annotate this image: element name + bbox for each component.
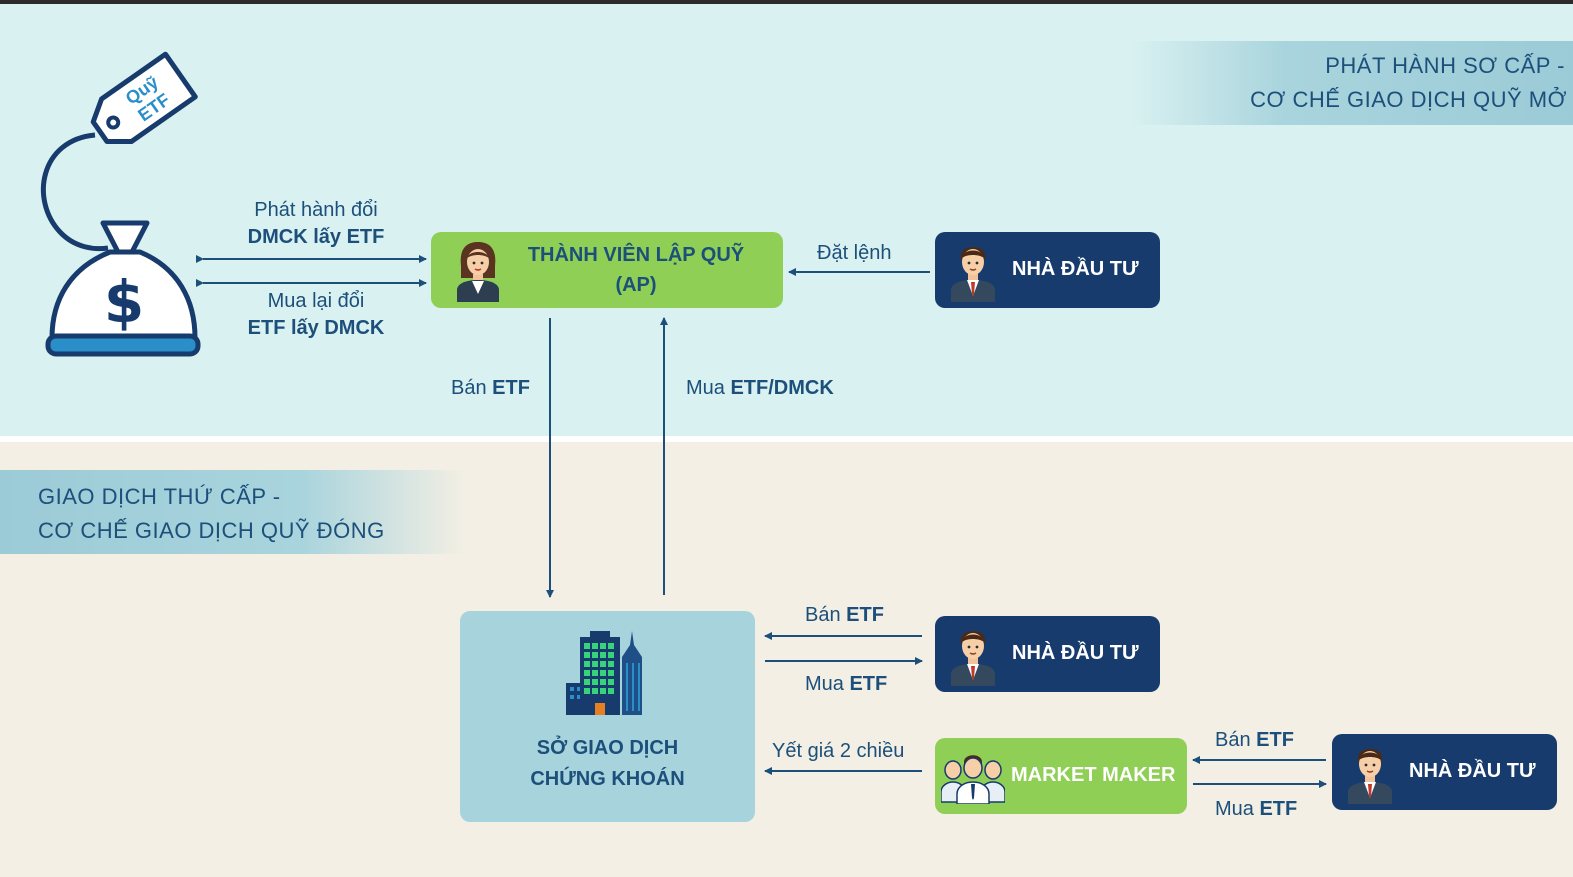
exchange-label-line2: CHỨNG KHOÁN <box>530 768 685 790</box>
investor-top-label: NHÀ ĐẦU TƯ <box>1012 258 1139 280</box>
buy-up-label: Mua ETF/DMCK <box>686 377 834 399</box>
investor-icon <box>1348 749 1392 804</box>
issue-label-line2: DMCK lấy ETF <box>247 226 385 248</box>
money-bag-icon: Quỹ ETF $ <box>40 51 201 357</box>
investor-node-top[interactable]: NHÀ ĐẦU TƯ <box>935 232 1160 308</box>
investor-node-bottom[interactable]: NHÀ ĐẦU TƯ <box>1332 734 1557 810</box>
ap-label-line1: THÀNH VIÊN LẬP QUỸ <box>527 244 745 266</box>
primary-banner-line2: CƠ CHẾ GIAO DỊCH QUỸ MỞ <box>1250 87 1567 112</box>
secondary-banner-line2: CƠ CHẾ GIAO DỊCH QUỸ ĐÓNG <box>38 518 385 543</box>
primary-banner-line1: PHÁT HÀNH SƠ CẤP - <box>1325 53 1565 78</box>
building-icon <box>566 631 642 715</box>
group-people-icon <box>941 755 1005 804</box>
mm-buy-label: Mua ETF <box>1215 798 1298 820</box>
panel-divider <box>0 436 1573 442</box>
exchange-label-line1: SỞ GIAO DỊCH <box>536 737 679 759</box>
investor-node-mid[interactable]: NHÀ ĐẦU TƯ <box>935 616 1160 692</box>
market-maker-label: MARKET MAKER <box>1011 764 1176 786</box>
investor-icon <box>951 631 995 686</box>
inv-buy-label: Mua ETF <box>805 673 888 695</box>
secondary-market-banner: GIAO DỊCH THỨ CẤP - CƠ CHẾ GIAO DỊCH QUỸ… <box>0 470 465 554</box>
stock-exchange-node[interactable]: SỞ GIAO DỊCH CHỨNG KHOÁN <box>460 611 755 822</box>
inv-sell-label: Bán ETF <box>805 604 884 626</box>
investor-bottom-label: NHÀ ĐẦU TƯ <box>1409 760 1536 782</box>
quote-label: Yết giá 2 chiều <box>772 740 905 762</box>
secondary-banner-line1: GIAO DỊCH THỨ CẤP - <box>38 484 281 509</box>
investor-icon <box>951 247 995 302</box>
issue-label-line1: Phát hành đổi <box>254 199 378 221</box>
ap-label-line2: (AP) <box>615 274 657 296</box>
mm-sell-label: Bán ETF <box>1215 729 1294 751</box>
businesswoman-icon <box>457 242 499 302</box>
primary-market-banner: PHÁT HÀNH SƠ CẤP - CƠ CHẾ GIAO DỊCH QUỸ … <box>1130 41 1573 125</box>
sell-down-label: Bán ETF <box>451 377 530 399</box>
ap-node[interactable]: THÀNH VIÊN LẬP QUỸ (AP) <box>431 232 783 308</box>
investor-mid-label: NHÀ ĐẦU TƯ <box>1012 642 1139 664</box>
redeem-label-line1: Mua lại đổi <box>267 290 365 312</box>
market-maker-node[interactable]: MARKET MAKER <box>935 738 1187 814</box>
order-label: Đặt lệnh <box>817 242 892 264</box>
window-top-bar <box>0 0 1573 4</box>
redeem-label-line2: ETF lấy DMCK <box>247 317 385 339</box>
dollar-sign: $ <box>104 268 144 336</box>
